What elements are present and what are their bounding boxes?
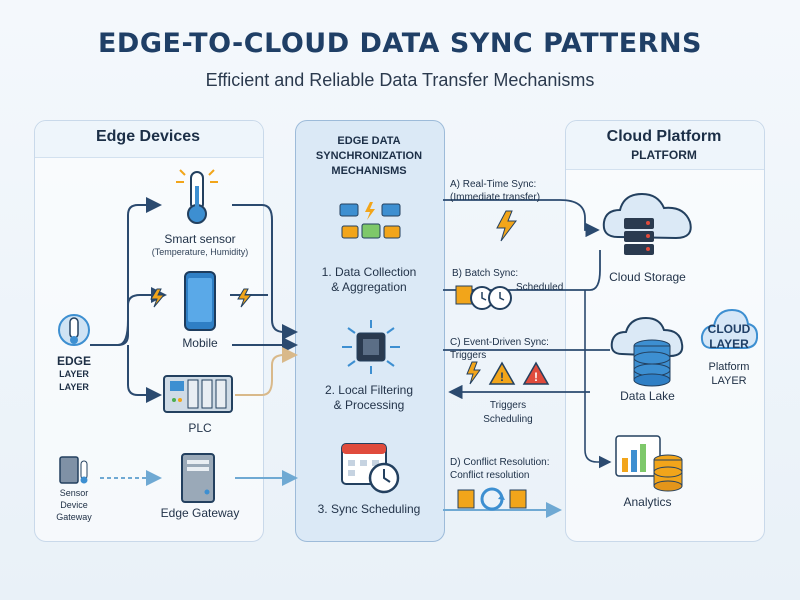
edge-to-plc-arrow <box>127 345 162 403</box>
batch-sync-detail: Scheduled <box>516 282 564 293</box>
svg-text:!: ! <box>500 370 504 384</box>
edge-layer-label: EDGE LAYER LAYER <box>56 354 91 393</box>
thermometer-icon <box>176 169 218 224</box>
step-sync-scheduling: 3. Sync Scheduling <box>317 502 421 516</box>
cloud-panel-subtitle: PLATFORM <box>631 148 697 162</box>
cloud-layer-label: CLOUD LAYER <box>707 322 751 351</box>
edge-trunk-arrow <box>90 197 162 346</box>
sensor-device-gateway-icon <box>59 456 88 484</box>
cloud-storage-icon <box>602 192 692 255</box>
sensor-to-mechanism-arrow <box>232 204 298 340</box>
calendar-clock-icon <box>341 443 400 494</box>
realtime-arrow <box>443 199 600 238</box>
realtime-sync-label: A) Real-Time Sync: (Immediate transfer) <box>450 179 541 203</box>
data-lake-label: Data Lake <box>620 389 675 403</box>
lightning-icon <box>150 288 166 308</box>
plc-icon <box>163 375 233 413</box>
edge-gateway-label: Edge Gateway <box>160 506 240 520</box>
lightning-icon <box>496 210 517 242</box>
cloud-storage-label: Cloud Storage <box>609 270 686 284</box>
conflict-resolution-icon <box>457 487 527 511</box>
analytics-icon <box>615 435 683 492</box>
mobile-label: Mobile <box>182 336 218 350</box>
step-data-collection: 1. Data Collection & Aggregation <box>321 265 417 294</box>
analytics-link <box>584 290 612 469</box>
data-collection-icon <box>339 202 401 239</box>
plc-label: PLC <box>188 421 212 435</box>
mechanisms-header: EDGE DATA SYNCHRONIZATION MECHANISMS <box>315 135 423 177</box>
analytics-label: Analytics <box>623 495 672 509</box>
edge-panel-header <box>35 121 263 158</box>
batch-clock-icon <box>455 285 512 310</box>
cloud-panel-header <box>566 121 764 170</box>
mobile-phone-icon <box>184 271 216 331</box>
edge-layer-icon <box>58 314 90 346</box>
processor-chip-icon <box>342 320 400 374</box>
page-subtitle: Efficient and Reliable Data Transfer Mec… <box>205 70 595 90</box>
platform-layer-label: Platform LAYER <box>708 361 750 387</box>
event-driven-label: C) Event-Driven Sync: Triggers <box>450 337 549 361</box>
cloud-layer-icon <box>700 308 758 349</box>
conflict-resolution-label: D) Conflict Resolution: Conflict resolut… <box>450 457 550 481</box>
smart-sensor-label: Smart sensor <box>164 232 236 246</box>
edge-to-mobile-arrow <box>90 287 167 346</box>
lightning-icon <box>237 288 253 308</box>
triggers-scheduling-label: Triggers Scheduling <box>483 400 533 425</box>
data-lake-icon <box>610 316 684 387</box>
edge-panel-title: Edge Devices <box>95 128 201 145</box>
plc-to-mechanism-arrow <box>235 347 298 396</box>
edge-gateway-icon <box>181 453 215 503</box>
batch-sync-label: B) Batch Sync: <box>452 268 519 279</box>
step-local-filtering: 2. Local Filtering & Processing <box>324 383 414 412</box>
svg-text:!: ! <box>534 370 538 384</box>
smart-sensor-detail: (Temperature, Humidity) <box>151 247 249 257</box>
page-title: EDGE-TO-CLOUD DATA SYNC PATTERNS <box>97 28 702 59</box>
warning-trigger-icon: ! ! <box>466 361 550 385</box>
batch-arrow <box>443 250 601 291</box>
sensor-gateway-label: Sensor Device Gateway <box>56 488 92 522</box>
cloud-panel-title: Cloud Platform <box>606 128 722 145</box>
